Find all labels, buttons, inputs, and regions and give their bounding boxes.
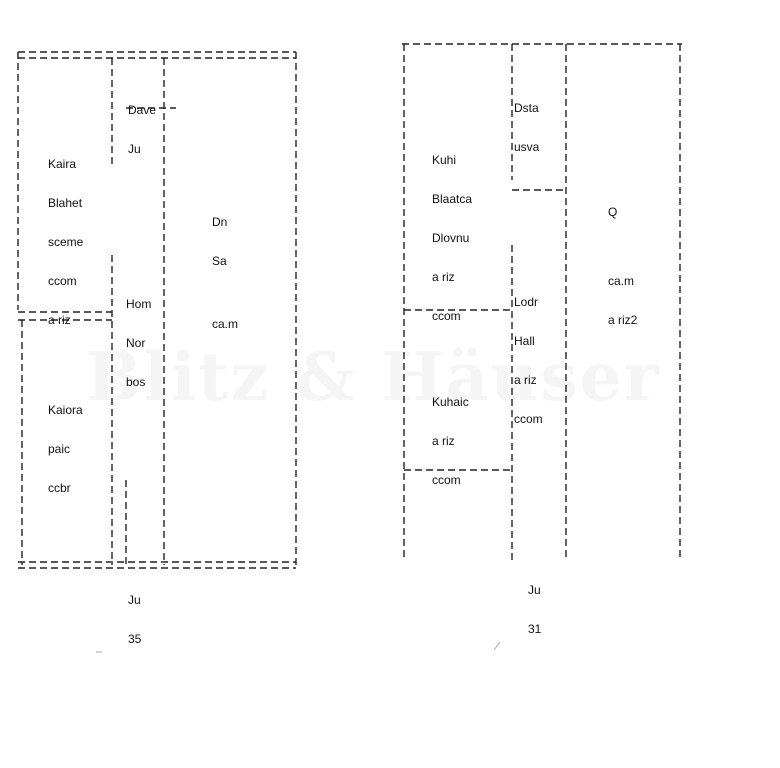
- room-label-line: a riz: [514, 373, 537, 387]
- room-label-line: Sa: [212, 254, 227, 268]
- room-label-line: Dave: [128, 103, 157, 117]
- room-label-line: Blaatca: [432, 192, 473, 206]
- room-label-line: ccom: [432, 309, 461, 323]
- room-label-living: Dn Sa ca.m: [212, 190, 238, 357]
- room-label-line: Blahet: [48, 196, 83, 210]
- bottom-label-line: 31: [528, 622, 542, 636]
- room-label-kitchen: Kaiora paic ccbr: [48, 378, 83, 521]
- room-label-line: a riz: [48, 313, 71, 327]
- room-label-bedroom-right: Kuhi Blaatca Dlovnu a riz ccom: [432, 128, 472, 349]
- room-label-hall: Hom Nor bos: [126, 272, 151, 415]
- room-label-line: usva: [514, 140, 540, 154]
- room-label-line: Hall: [514, 334, 535, 348]
- bottom-label-right: Ju 31: [528, 558, 541, 662]
- room-label-line: Kuhaic: [432, 395, 469, 409]
- room-label-entry-right: Dsta usva: [514, 76, 539, 180]
- room-label-line: ccom: [48, 274, 77, 288]
- bottom-label-left: Ju 35: [128, 568, 141, 672]
- room-label-line: bos: [126, 375, 146, 389]
- room-label-line: ca.m: [212, 317, 239, 331]
- room-label-line: paic: [48, 442, 71, 456]
- bottom-label-line: Ju: [128, 593, 141, 607]
- room-label-line: Q: [608, 205, 618, 219]
- room-label-kitchen-right: Kuhaic a riz ccom: [432, 370, 469, 513]
- room-label-bedroom: Kaira Blahet sceme ccom a riz: [48, 132, 83, 353]
- room-label-line: sceme: [48, 235, 84, 249]
- room-label-line: Kaira: [48, 157, 77, 171]
- room-label-line: Ju: [128, 142, 141, 156]
- room-label-line: ccom: [514, 412, 543, 426]
- room-label-line: Kuhi: [432, 153, 457, 167]
- room-label-entry: Dave Ju: [128, 78, 156, 182]
- room-label-line: Lodr: [514, 295, 539, 309]
- room-label-hall-right: Lodr Hall a riz ccom: [514, 270, 543, 452]
- watermark: Blitz & Häuser: [86, 338, 661, 416]
- bottom-label-line: 35: [128, 632, 142, 646]
- room-label-line: a riz: [432, 270, 455, 284]
- room-label-line: Dn: [212, 215, 228, 229]
- room-label-line: Dsta: [514, 101, 539, 115]
- room-label-living-right: Q ca.m a riz2: [608, 180, 637, 353]
- room-label-line: Kaiora: [48, 403, 83, 417]
- room-label-line: ccom: [432, 473, 461, 487]
- bottom-label-line: Ju: [528, 583, 541, 597]
- room-label-line: a riz2: [608, 313, 638, 327]
- room-label-line: a riz: [432, 434, 455, 448]
- room-label-line: Nor: [126, 336, 146, 350]
- room-label-line: ccbr: [48, 481, 71, 495]
- room-label-line: ca.m: [608, 274, 635, 288]
- room-label-line: Hom: [126, 297, 152, 311]
- stray-mark: [493, 641, 501, 651]
- room-label-line: Dlovnu: [432, 231, 470, 245]
